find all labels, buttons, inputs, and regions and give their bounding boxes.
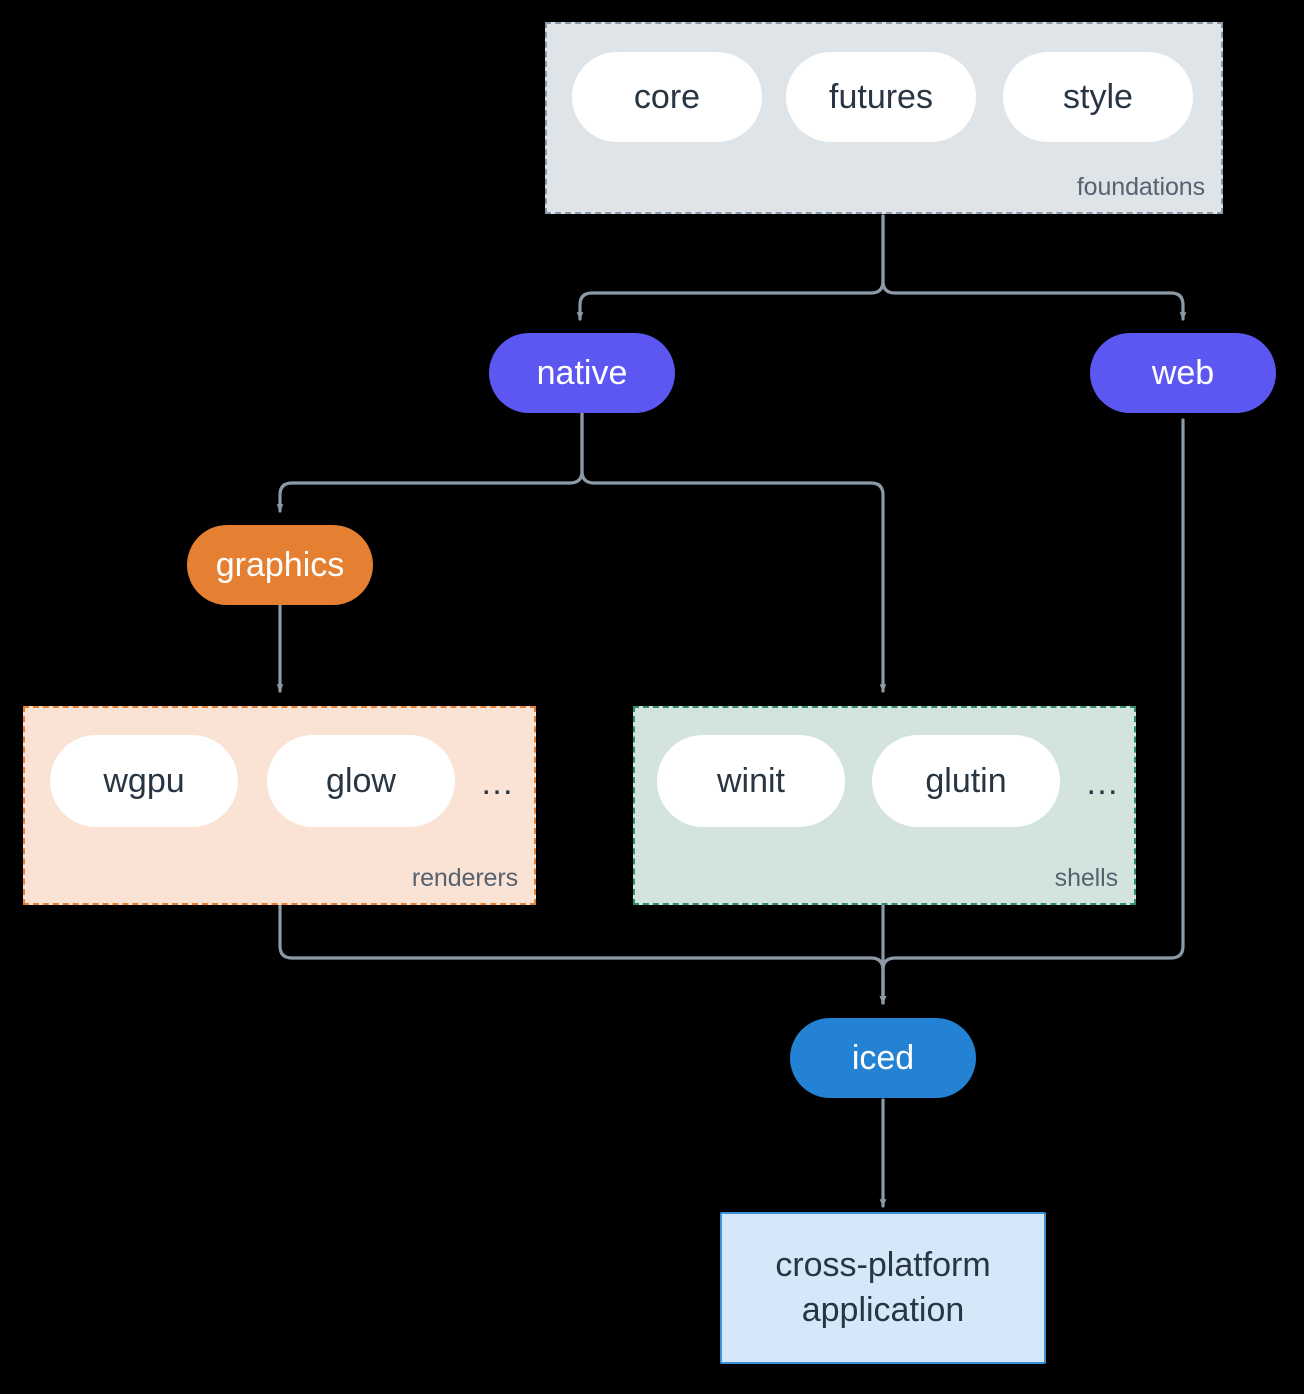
node-shells-more: … [1085,764,1120,803]
node-wgpu-label: wgpu [103,761,185,800]
edge-web-iced [879,418,1185,1005]
node-application-label-line2: application [801,1291,965,1329]
cluster-foundations-label: foundations [1076,173,1205,201]
node-winit-label: winit [716,761,786,800]
node-iced[interactable]: iced [790,1018,976,1098]
node-futures[interactable]: futures [786,52,976,142]
node-renderers-more-label: … [480,764,515,802]
node-application[interactable]: cross-platform application [720,1212,1046,1364]
edge-native-graphics [276,411,584,513]
node-glow[interactable]: glow [267,735,455,827]
cluster-renderers-label: renderers [411,864,518,892]
node-graphics-label: graphics [215,545,345,584]
node-native[interactable]: native [489,333,675,413]
node-futures-label: futures [829,77,933,116]
node-shells-more-label: … [1085,764,1120,802]
node-glutin-label: glutin [925,761,1007,800]
node-style-label: style [1063,77,1133,116]
node-web[interactable]: web [1090,333,1276,413]
node-core[interactable]: core [572,52,762,142]
node-renderers-more: … [480,764,515,803]
node-native-label: native [536,353,628,392]
edge-renderers-iced [278,903,887,1005]
node-graphics[interactable]: graphics [187,525,373,605]
node-web-label: web [1151,353,1215,392]
edge-foundations-web [881,214,1187,321]
node-core-label: core [633,77,701,116]
edge-native-shells [580,411,887,693]
cluster-shells-label: shells [1054,864,1118,892]
node-winit[interactable]: winit [657,735,845,827]
node-wgpu[interactable]: wgpu [50,735,238,827]
node-glutin[interactable]: glutin [872,735,1060,827]
node-iced-label: iced [851,1038,915,1077]
edge-foundations-native [576,214,885,321]
node-glow-label: glow [326,761,396,800]
node-style[interactable]: style [1003,52,1193,142]
node-application-label-line1: cross-platform [775,1246,991,1285]
